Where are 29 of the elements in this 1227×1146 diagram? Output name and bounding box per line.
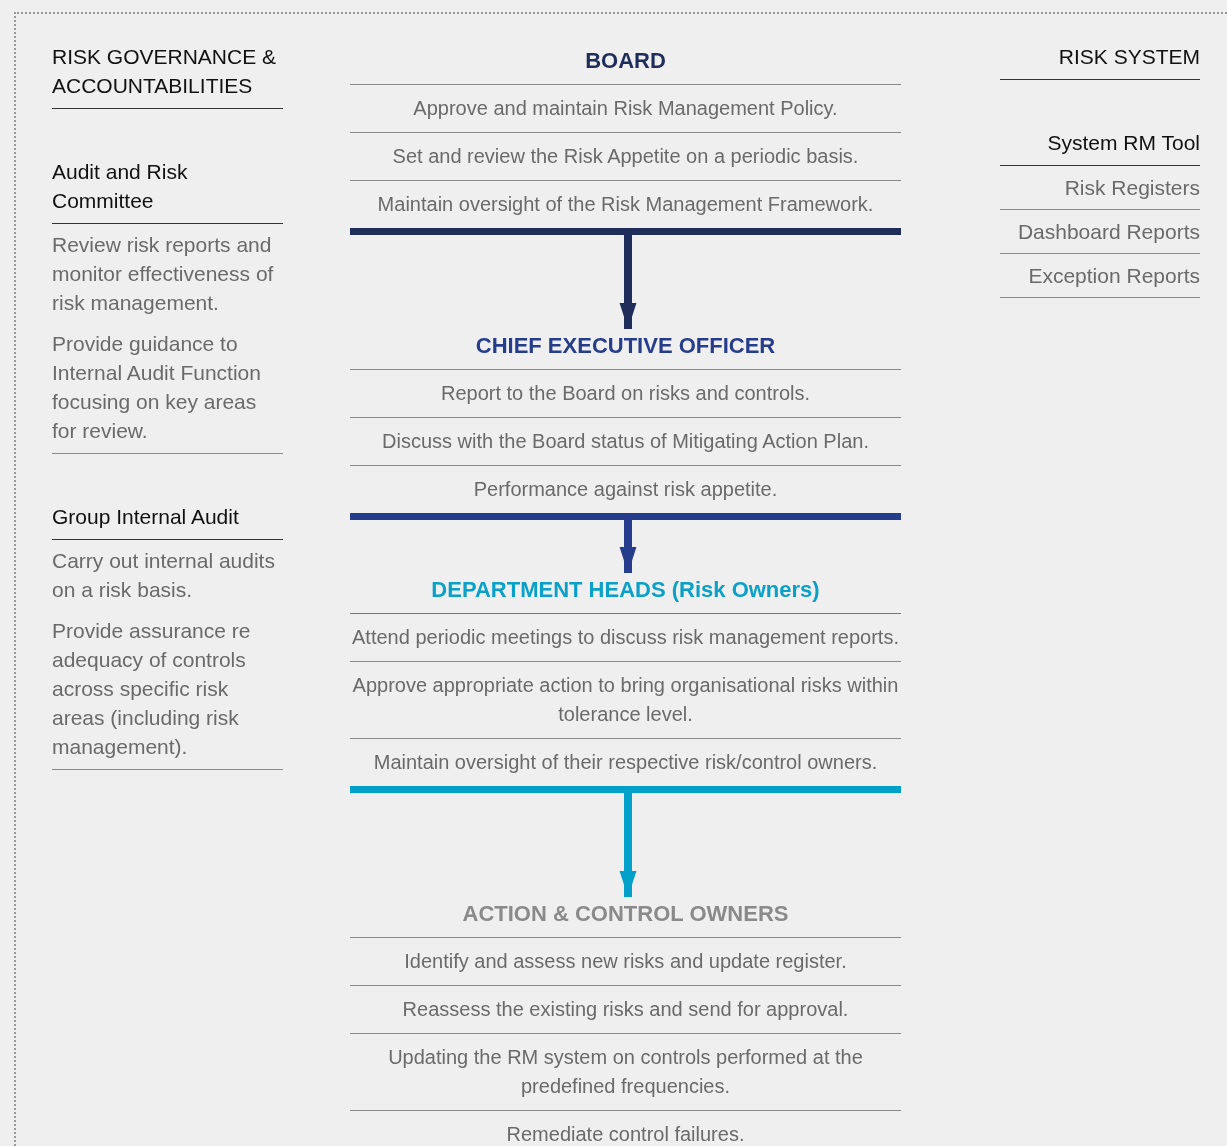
description-text: Provide assurance re adequacy of controls across specific risk areas (including risk management). [52, 616, 283, 770]
responsibility-text: Reassess the existing risks and send for approval. [350, 985, 901, 1033]
responsibility-text: Updating the RM system on controls performed at the predefined frequencies. [350, 1033, 901, 1110]
responsibility-text: Performance against risk appetite. [350, 465, 901, 513]
group-heading: System RM Tool [1000, 128, 1200, 166]
responsibility-text: Maintain oversight of the Risk Management Framework. [350, 180, 901, 228]
section-heading: CHIEF EXECUTIVE OFFICER [474, 332, 777, 360]
responsibility-text: Identify and assess new risks and update register. [350, 937, 901, 985]
section-heading: DEPARTMENT HEADS (Risk Owners) [350, 569, 901, 614]
column-heading: RISK SYSTEM [1000, 42, 1200, 80]
description-text: Review risk reports and monitor effectiveness of risk management. [52, 232, 275, 316]
group-heading: Audit and Risk Committee [52, 157, 283, 224]
responsibility-text: Approve appropriate action to bring organisational risks within tolerance level. [350, 661, 901, 738]
responsibility-text: Approve and maintain Risk Management Policy. [350, 84, 901, 132]
responsibility-text: Discuss with the Board status of Mitigating Action Plan. [350, 417, 901, 465]
responsibility-text: Set and review the Risk Appetite on a periodic basis. [350, 132, 901, 180]
responsibility-text: Remediate control failures. [350, 1110, 901, 1146]
responsibility-text: Report to the Board on risks and controls. [350, 369, 901, 417]
list-item: Dashboard Reports [1000, 210, 1200, 254]
column-heading: RISK GOVERNANCE & ACCOUNTABILITIES [52, 42, 283, 109]
list-item: Risk Registers [1000, 166, 1200, 210]
description-text: Provide guidance to Internal Audit Function focusing on key areas for review. [52, 329, 283, 454]
group-heading: Group Internal Audit [52, 502, 283, 540]
description-text: Carry out internal audits on a risk basis. [52, 548, 276, 603]
responsibility-text: Maintain oversight of their respective risk/control owners. [350, 738, 901, 786]
responsibility-text: Attend periodic meetings to discuss risk management reports. [351, 625, 900, 650]
list-item: Exception Reports [1000, 254, 1200, 298]
section-heading: ACTION & CONTROL OWNERS [461, 900, 790, 928]
section-heading: BOARD [584, 47, 667, 75]
